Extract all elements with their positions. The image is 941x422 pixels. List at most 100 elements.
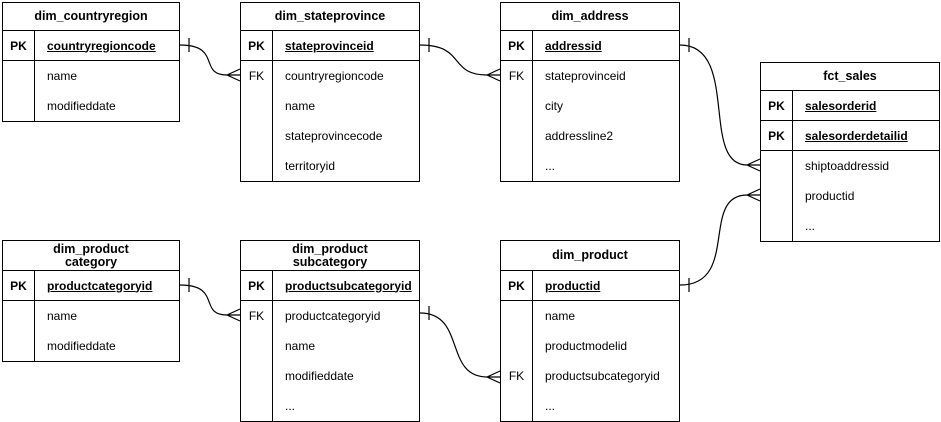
table-row: modifieddate [241,361,419,391]
table-row: shiptoaddressid [761,151,939,181]
field-shiptoaddressid: shiptoaddressid [805,159,890,173]
table-row: name [3,61,179,91]
relationship-stateprovince-address[interactable] [419,38,501,82]
table-row: PK salesorderid [761,91,939,121]
key-cell [3,331,35,361]
key-cell [761,211,793,241]
entity-dim-countryregion[interactable]: dim_countryregion PK countryregioncode n… [2,2,180,122]
table-row: PK productcategoryid [3,271,179,301]
key-cell [241,331,273,361]
table-title: dim_product category [3,241,179,271]
table-row: PK productsubcategoryid [241,271,419,301]
field-ellipsis: ... [545,399,556,413]
field-stateprovincecode: stateprovincecode [285,129,383,143]
field-modifieddate: modifieddate [47,339,116,353]
pk-label: PK [501,31,533,60]
field-productsubcategoryid: productsubcategoryid [545,369,660,383]
key-cell [501,91,533,121]
relationship-category-subcategory[interactable] [179,278,241,322]
table-row: stateprovincecode [241,121,419,151]
field-name: name [47,309,78,323]
entity-dim-product[interactable]: dim_product PK productid name productmod… [500,240,680,422]
key-cell [501,391,533,421]
field-addressline2: addressline2 [545,129,614,143]
field-productid: productid [805,189,855,203]
fk-label: FK [241,301,273,331]
field-territoryid: territoryid [285,159,336,173]
field-addressid: addressid [545,38,602,53]
field-productid: productid [545,278,601,293]
key-cell [241,121,273,151]
table-title: dim_product [501,241,679,271]
field-name: name [285,339,316,353]
key-cell [241,361,273,391]
field-productmodelid: productmodelid [545,339,628,353]
crow-foot-icon [746,188,761,202]
entity-dim-address[interactable]: dim_address PK addressid FK stateprovinc… [500,2,680,182]
table-row: ... [761,211,939,241]
table-row: PK stateprovinceid [241,31,419,61]
table-row: ... [501,391,679,421]
table-row: FK productsubcategoryid [501,361,679,391]
field-salesorderdetailid: salesorderdetailid [805,128,908,143]
key-cell [761,151,793,181]
key-cell [501,301,533,331]
table-row: PK productid [501,271,679,301]
crow-foot-icon [486,370,501,384]
table-title: fct_sales [761,63,939,91]
table-row: name [241,91,419,121]
table-row: FK countryregioncode [241,61,419,91]
table-row: productmodelid [501,331,679,361]
key-cell [3,61,35,91]
relationship-countryregion-stateprovince[interactable] [179,38,241,82]
relationship-product-fctsales[interactable] [679,188,761,292]
pk-label: PK [3,271,35,300]
table-row: territoryid [241,151,419,181]
pk-label: PK [241,271,273,300]
entity-dim-product-subcategory[interactable]: dim_product subcategory PK productsubcat… [240,240,420,422]
field-city: city [545,99,563,113]
entity-dim-product-category[interactable]: dim_product category PK productcategoryi… [2,240,180,362]
field-productcategoryid: productcategoryid [47,278,153,293]
field-modifieddate: modifieddate [285,369,354,383]
key-cell [3,301,35,331]
table-row: productid [761,181,939,211]
entity-fct-sales[interactable]: fct_sales PK salesorderid PK salesorderd… [760,62,940,242]
fk-label: FK [501,61,533,91]
table-title: dim_countryregion [3,3,179,31]
field-countryregioncode: countryregioncode [285,69,384,83]
entity-dim-stateprovince[interactable]: dim_stateprovince PK stateprovinceid FK … [240,2,420,182]
table-title: dim_product subcategory [241,241,419,271]
crow-foot-icon [226,308,241,322]
table-row: modifieddate [3,331,179,361]
field-ellipsis: ... [545,159,556,173]
crow-foot-icon [226,68,241,82]
key-cell [501,121,533,151]
table-row: FK stateprovinceid [501,61,679,91]
table-row: city [501,91,679,121]
pk-label: PK [761,91,793,120]
relationship-subcategory-product[interactable] [419,306,501,384]
table-row: PK countryregioncode [3,31,179,61]
field-productsubcategoryid: productsubcategoryid [285,278,412,293]
field-countryregioncode: countryregioncode [47,38,156,53]
relationship-address-fctsales[interactable] [679,38,761,172]
pk-label: PK [241,31,273,60]
table-row: modifieddate [3,91,179,121]
pk-label: PK [3,31,35,60]
pk-label: PK [761,121,793,150]
table-row: name [3,301,179,331]
table-row: name [501,301,679,331]
field-ellipsis: ... [285,399,296,413]
pk-label: PK [501,271,533,300]
key-cell [241,391,273,421]
table-row: addressline2 [501,121,679,151]
key-cell [241,151,273,181]
field-name: name [545,309,576,323]
key-cell [3,91,35,121]
field-salesorderid: salesorderid [805,98,877,113]
key-cell [761,181,793,211]
table-row: name [241,331,419,361]
